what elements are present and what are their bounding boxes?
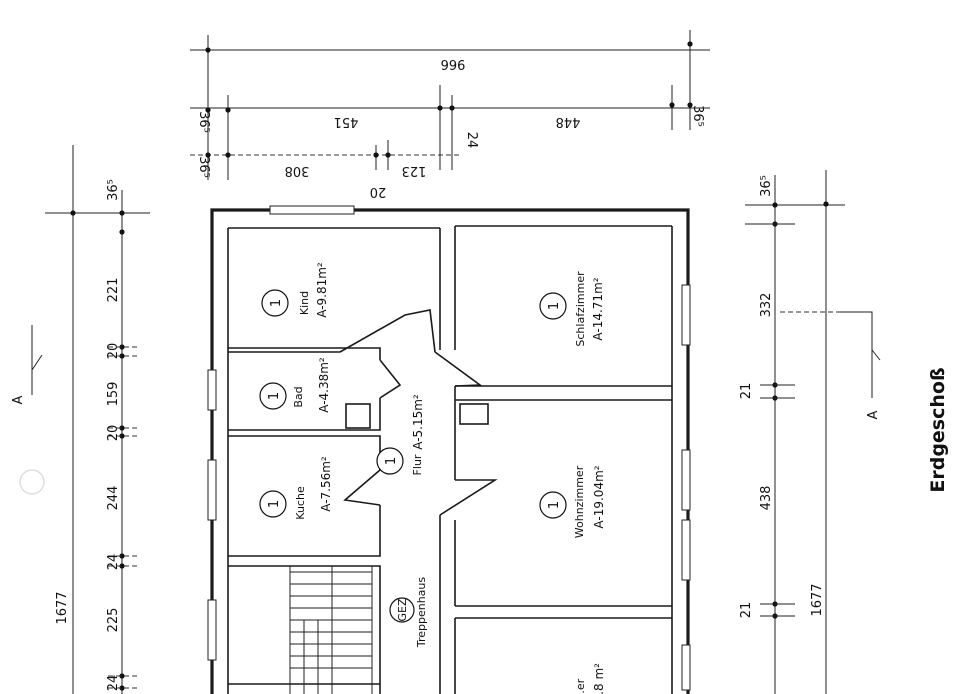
dim-left-chain-3: 159: [106, 382, 121, 407]
room-partial: …er …8 m²: [574, 663, 606, 694]
room-name: Bad: [292, 386, 305, 407]
dim-left-chain-5: 244: [106, 486, 121, 511]
dim-top-row2-3: 123: [402, 163, 427, 178]
dimension-lines-right: [745, 170, 881, 694]
dim-right-chain-0: 36⁵: [759, 175, 774, 197]
dim-top-row1-3: 36⁵: [690, 105, 705, 127]
room-name: Wohnzimmer: [573, 465, 586, 538]
dimension-texts-top: 966 36⁵ 451 448 36⁵ 36⁵ 308 24 123 20: [196, 56, 705, 199]
room-name: Kind: [298, 291, 311, 315]
room-kind: 1 Kind A-9.81m²: [261, 262, 329, 318]
dim-top-row2-2: 24: [464, 132, 479, 149]
dim-left-chain-4: 20: [106, 425, 121, 442]
room-number: 1: [269, 299, 284, 307]
room-area: A-5.15m²: [411, 394, 425, 450]
room-name: Treppenhaus: [415, 577, 428, 649]
section-mark-left: A: [11, 395, 26, 404]
interior-walls: [228, 226, 672, 694]
room-area: A-7.56m²: [319, 456, 333, 512]
dim-left-chain-1: 221: [106, 278, 121, 303]
dimension-lines-top: [190, 30, 710, 180]
dim-left-chain-2: 20: [106, 343, 121, 360]
drawing-title: Erdgeschoß: [927, 367, 949, 492]
room-number: 1: [547, 501, 562, 509]
dim-top-row2-0: 36⁵: [196, 156, 211, 178]
room-number-circle: [376, 447, 404, 475]
dim-top-row1-0: 36⁵: [196, 111, 211, 133]
room-wohnzimmer: 1 Wohnzimmer A-19.04m²: [539, 465, 606, 538]
room-name: …er: [574, 678, 587, 694]
room-number-circle: [539, 292, 567, 320]
dim-top-row1-1: 451: [334, 114, 359, 129]
room-bad: 1 Bad A-4.38m²: [259, 357, 331, 413]
room-name: Kuche: [294, 486, 307, 520]
room-area: …8 m²: [592, 663, 606, 694]
room-number: 1: [547, 302, 562, 310]
dim-right-chain-2: 21: [739, 383, 754, 400]
dim-top-extra: 20: [370, 184, 387, 199]
dim-top-row1-2: 448: [556, 114, 581, 129]
dim-right-chain-3: 438: [759, 486, 774, 511]
room-number-circle: [259, 490, 287, 518]
room-area: A-9.81m²: [315, 262, 329, 318]
dim-right-chain-4: 21: [739, 602, 754, 619]
room-number: 1: [267, 392, 282, 400]
room-area: A-4.38m²: [317, 357, 331, 413]
room-number-circle: [539, 491, 567, 519]
room-treppenhaus: GEZ Treppenhaus: [389, 577, 428, 649]
room-kuche: 1 Kuche A-7.56m²: [259, 456, 333, 520]
stamp-text: GEZ: [396, 598, 409, 621]
scan-artifact-circle: [19, 469, 45, 495]
room-schlafzimmer: 1 Schlafzimmer A-14.71m²: [539, 271, 605, 347]
door-swings: [339, 309, 498, 516]
stamp-circle: [389, 597, 415, 623]
dim-right-chain-1: 332: [759, 293, 774, 318]
dim-left-chain-0: 36⁵: [106, 179, 121, 201]
room-number: 1: [267, 500, 282, 508]
dim-right-overall: 1677: [810, 583, 825, 616]
staircase: [289, 566, 373, 694]
room-name: Schlafzimmer: [574, 271, 587, 347]
dim-left-chain-8: 24: [106, 675, 121, 692]
room-area: A-14.71m²: [591, 277, 605, 340]
dim-left-chain-6: 24: [106, 554, 121, 571]
room-number: 1: [384, 457, 399, 465]
room-number-circle: [261, 289, 289, 317]
dim-left-chain-7: 225: [106, 608, 121, 633]
dimension-texts-right: 36⁵ 332 21 438 21 1677 A: [739, 175, 881, 618]
dim-top-overall: 966: [441, 56, 466, 71]
room-name: Flur: [411, 454, 424, 475]
room-area: A-19.04m²: [592, 465, 606, 528]
room-flur: 1 A-5.15m² Flur: [376, 394, 425, 475]
dimension-lines-left: [31, 145, 150, 694]
exterior-walls: [207, 205, 691, 694]
dimension-texts-left: 1677 36⁵ 221 20 159 20 244 24 225 24 A: [11, 179, 121, 691]
dim-left-overall: 1677: [55, 591, 70, 624]
room-number-circle: [259, 382, 287, 410]
section-mark-right: A: [866, 410, 881, 419]
dim-top-row2-1: 308: [285, 163, 310, 178]
